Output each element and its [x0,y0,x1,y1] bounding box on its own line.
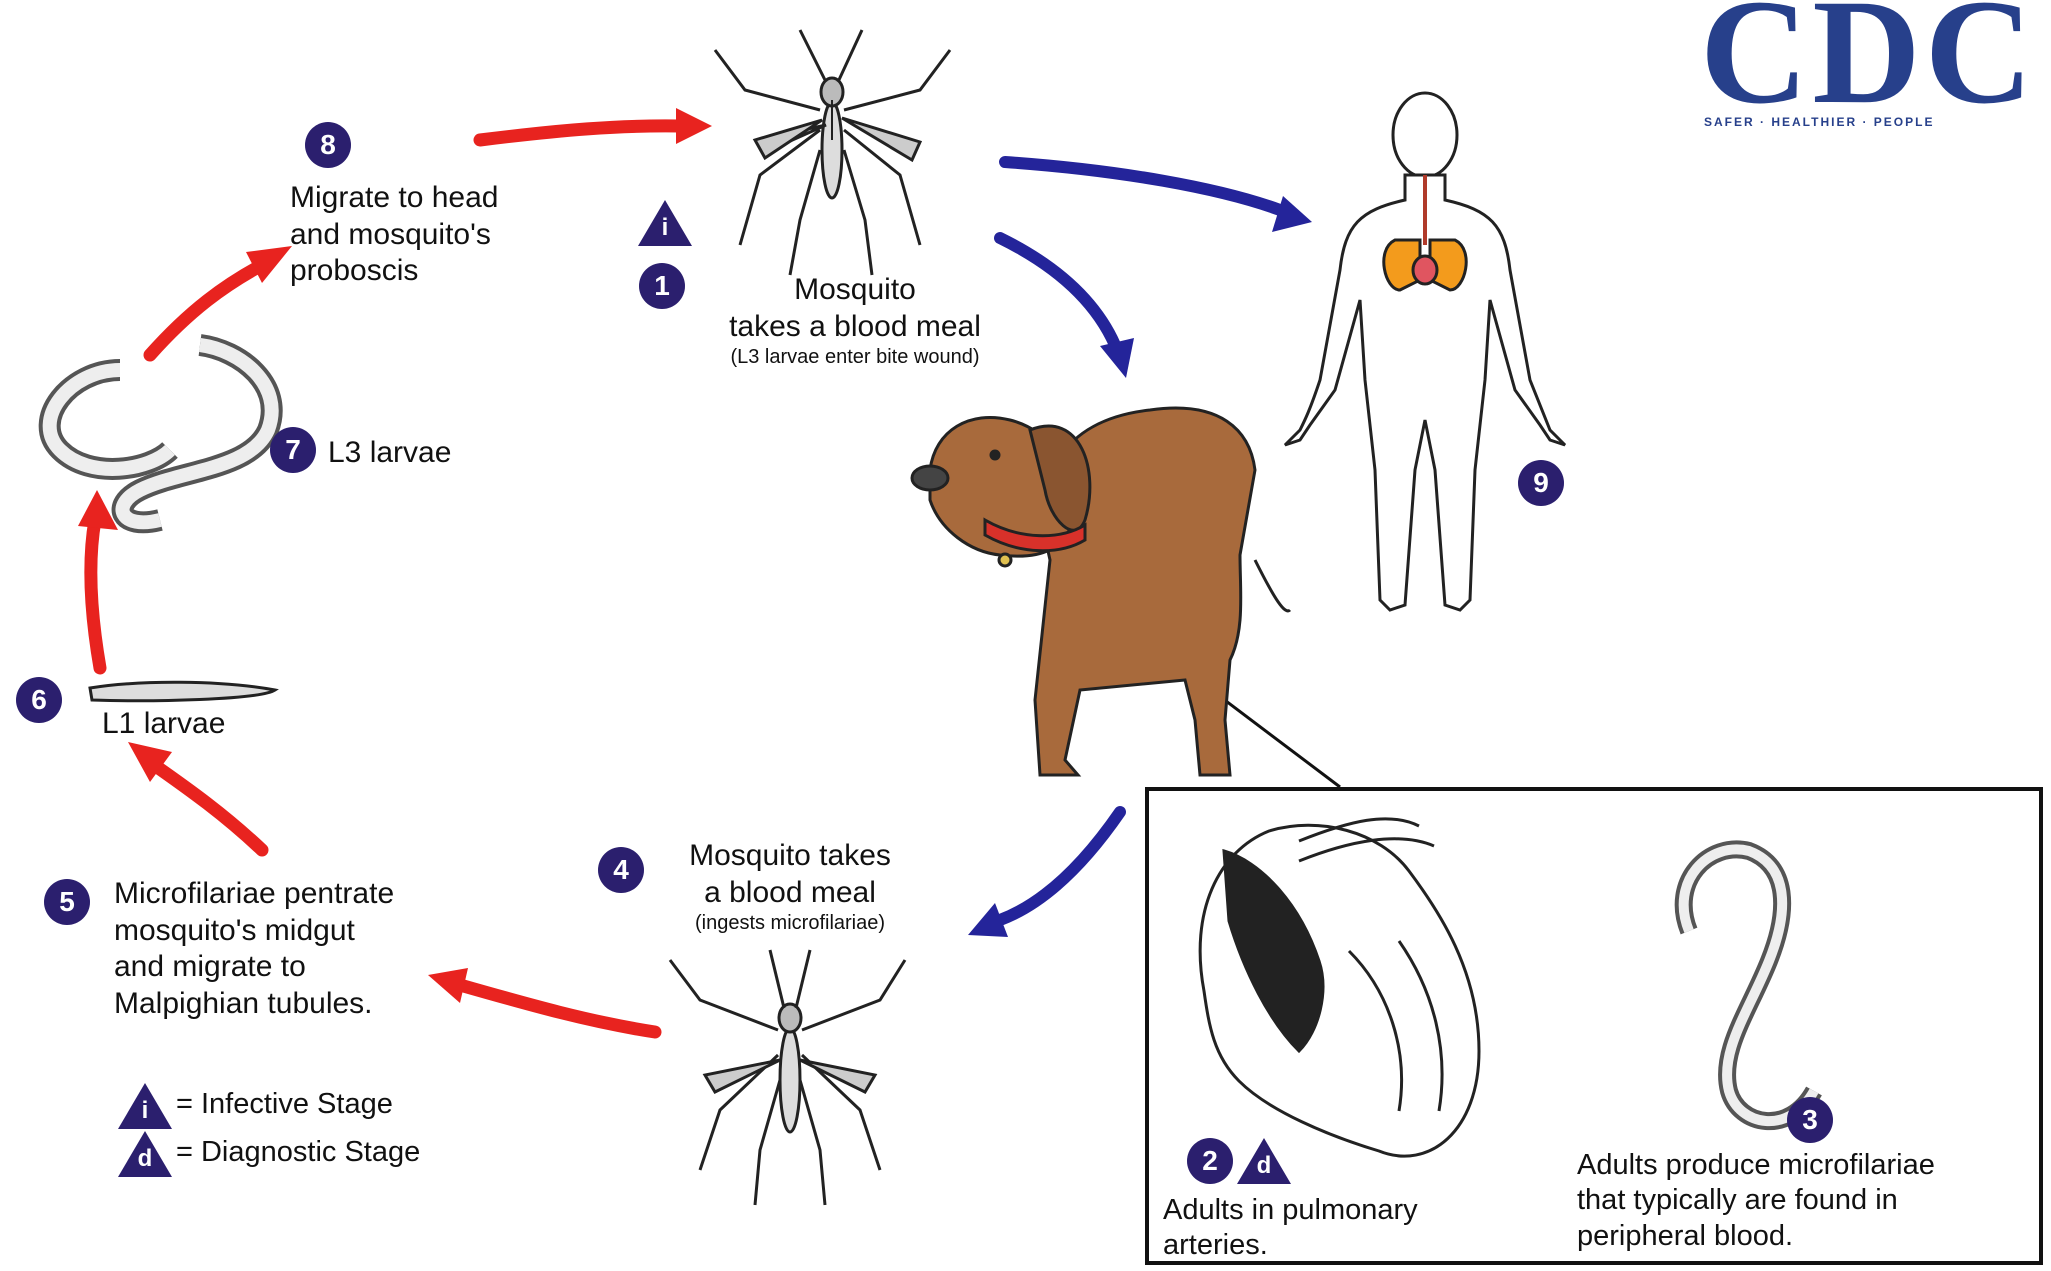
logo-tagline: SAFER · HEALTHIER · PEOPLE [1704,115,1934,129]
adult-worm-drawing [1684,849,1814,1121]
step-5-line3: and migrate to [114,949,454,986]
step-1-line1: Mosquito [700,272,1010,309]
step-8-text: Migrate to head and mosquito's proboscis [290,180,550,290]
step-4-line1: Mosquito takes [640,838,940,875]
step-1-text: Mosquito takes a blood meal (L3 larvae e… [700,272,1010,370]
step-4-badge: 4 [598,847,644,893]
logo-letters: CDC [1700,0,2051,105]
arrow-1-to-dog-head [1100,338,1134,378]
human-drawing [1285,93,1565,610]
heart-drawing [1200,819,1479,1156]
step-5-line4: Malpighian tubules. [114,986,454,1023]
arrow-dog-to-4 [1000,812,1120,920]
step-5-text: Microfilariae pentrate mosquito's midgut… [114,876,454,1022]
step-2-line1: Adults in pulmonary [1163,1193,1503,1228]
diagnostic-stage-icon: d [1237,1138,1291,1184]
step-7-label: L3 larvae [328,435,451,472]
arrow-5-to-6 [150,762,262,850]
step-1-badge: 1 [639,263,685,309]
arrow-4-to-5 [460,985,655,1032]
step-5-line2: mosquito's midgut [114,913,454,950]
infective-stage-icon: i [638,200,692,246]
step-8-line3: proboscis [290,253,550,290]
step-6-badge: 6 [16,677,62,723]
step-2-text: Adults in pulmonary arteries. [1163,1193,1503,1264]
step-1-note: (L3 larvae enter bite wound) [700,345,1010,369]
step-4-note: (ingests microfilariae) [640,911,940,935]
arrow-6-to-7 [91,520,100,668]
step-3-badge: 3 [1787,1097,1833,1143]
step-5-line1: Microfilariae pentrate [114,876,454,913]
step-2-line2: arteries. [1163,1228,1503,1263]
arrow-1-to-9 [1005,162,1280,210]
arrow-8-to-1-head [676,108,712,144]
step-9-badge: 9 [1518,460,1564,506]
step-4-line2: a blood meal [640,875,940,912]
legend-diagnostic-label: = Diagnostic Stage [176,1135,420,1170]
cdc-logo: CDC SAFER · HEALTHIER · PEOPLE [1700,0,2051,135]
step-6-label: L1 larvae [102,706,225,743]
dog-drawing [912,408,1290,775]
l3-larva-drawing [50,345,272,522]
step-1-line2: takes a blood meal [700,309,1010,346]
step-3-line2: that typically are found in [1577,1183,2037,1218]
legend-infective-icon: i [118,1083,172,1129]
inset-box: 2 d Adults in pulmonary arteries. 3 Adul… [1145,787,2043,1265]
step-8-line1: Migrate to head [290,180,550,217]
arrow-8-to-1 [480,126,680,140]
step-5-badge: 5 [44,879,90,925]
mosquito-top [715,30,950,275]
step-4-text: Mosquito takes a blood meal (ingests mic… [640,838,940,936]
legend-infective-label: = Infective Stage [176,1087,393,1122]
step-3-line3: peripheral blood. [1577,1219,2037,1254]
step-3-line1: Adults produce microfilariae [1577,1148,2037,1183]
step-3-text: Adults produce microfilariae that typica… [1577,1148,2037,1254]
l1-larva-drawing [90,682,275,700]
legend-diagnostic-icon: d [118,1131,172,1177]
step-8-line2: and mosquito's [290,217,550,254]
step-2-badge: 2 [1187,1138,1233,1184]
mosquito-bottom [670,950,905,1205]
arrow-1-to-9-head [1272,196,1312,232]
step-8-badge: 8 [305,122,351,168]
step-7-badge: 7 [270,427,316,473]
arrow-1-to-dog [1000,238,1115,345]
